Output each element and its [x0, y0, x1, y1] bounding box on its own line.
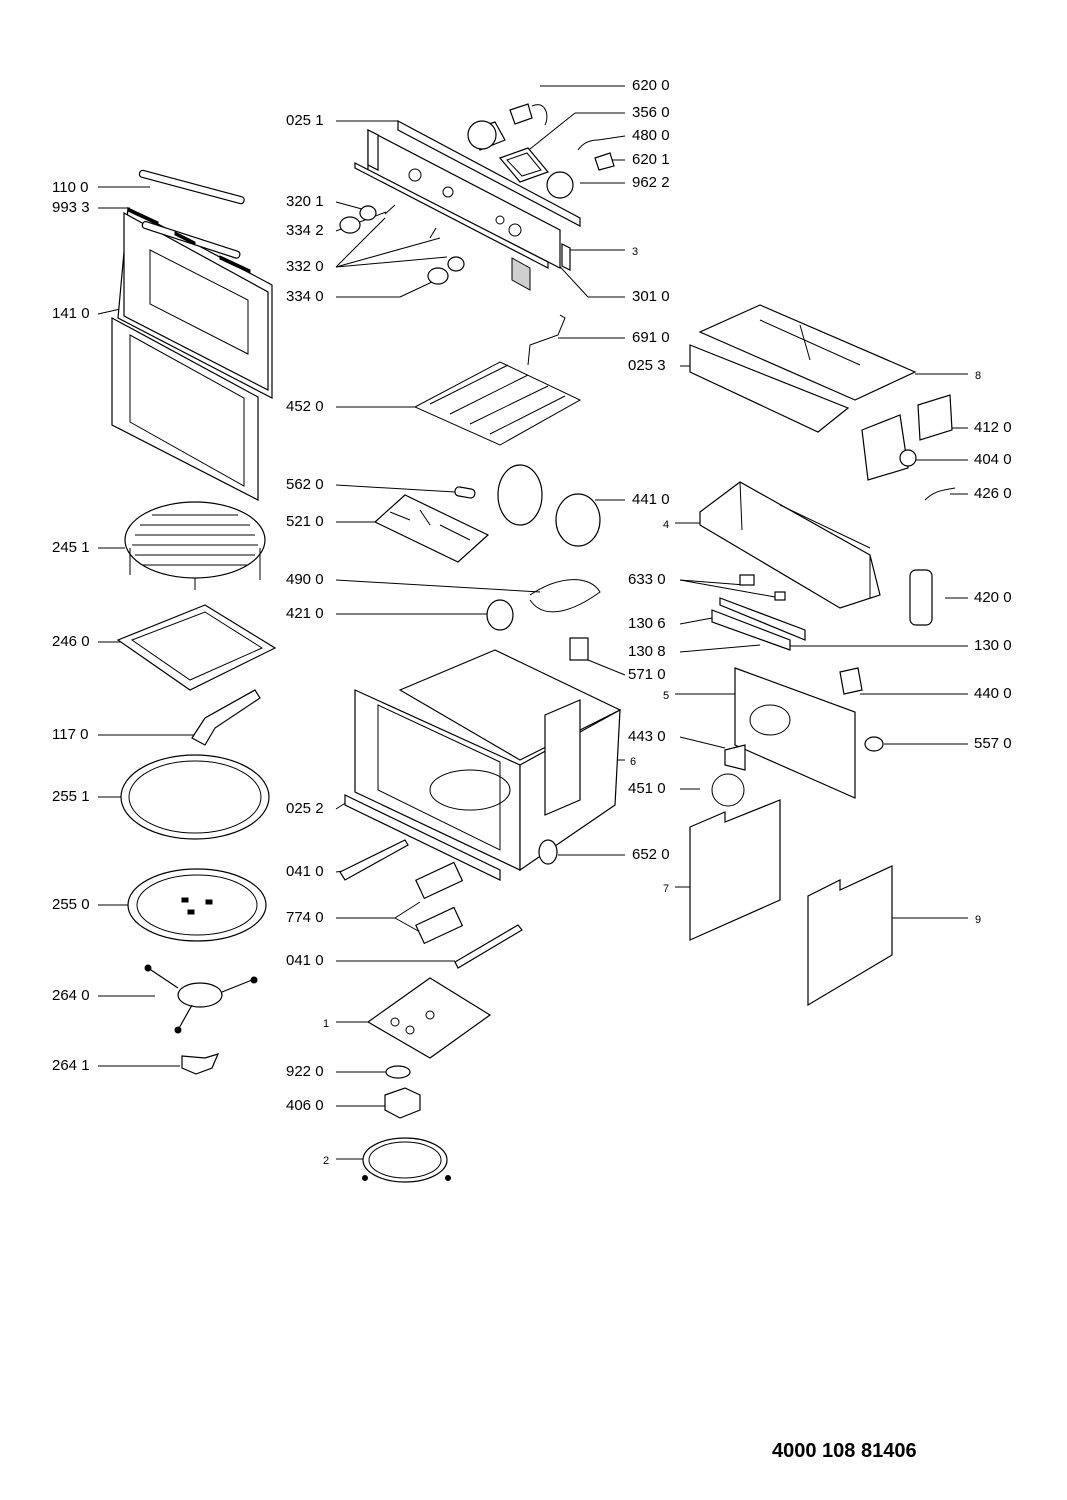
label-562-0: 562 0: [286, 476, 324, 493]
label-691-0: 691 0: [632, 329, 670, 346]
label-451-0: 451 0: [628, 780, 666, 797]
label-320-1: 320 1: [286, 193, 324, 210]
label-620-1: 620 1: [632, 151, 670, 168]
label-117-0: 117 0: [52, 726, 89, 743]
label-404-0: 404 0: [974, 451, 1012, 468]
label-8: 8: [975, 370, 982, 382]
label-110-0: 110 0: [52, 179, 89, 196]
label-356-0: 356 0: [632, 104, 670, 121]
label-993-3: 993 3: [52, 199, 90, 216]
label-4: 4: [663, 519, 670, 531]
label-962-2: 962 2: [632, 174, 670, 191]
label-130-8: 130 8: [628, 643, 666, 660]
label-441-0: 441 0: [632, 491, 670, 508]
label-557-0: 557 0: [974, 735, 1012, 752]
label-025-3: 025 3: [628, 357, 666, 374]
label-440-0: 440 0: [974, 685, 1012, 702]
label-633-0: 633 0: [628, 571, 666, 588]
label-130-0: 130 0: [974, 637, 1012, 654]
label-264-0: 264 0: [52, 987, 90, 1004]
label-041-0-upper: 041 0: [286, 863, 324, 880]
label-246-0: 246 0: [52, 633, 90, 650]
label-521-0: 521 0: [286, 513, 324, 530]
control-panel: [339, 103, 615, 291]
accessories: [116, 501, 277, 1075]
label-571-0: 571 0: [628, 666, 666, 683]
label-255-0: 255 0: [52, 896, 90, 913]
label-652-0: 652 0: [632, 846, 670, 863]
label-406-0: 406 0: [286, 1097, 324, 1114]
label-443-0: 443 0: [628, 728, 666, 745]
grill-element: [413, 304, 917, 446]
door-assembly: [111, 169, 273, 501]
label-255-1: 255 1: [52, 788, 90, 805]
label-774-0: 774 0: [286, 909, 324, 926]
label-332-0: 332 0: [286, 258, 324, 275]
label-3: 3: [632, 246, 639, 258]
label-620-0: 620 0: [632, 77, 670, 94]
label-6: 6: [630, 756, 637, 768]
label-025-2: 025 2: [286, 800, 324, 817]
label-5: 5: [663, 690, 670, 702]
label-490-0: 490 0: [286, 571, 324, 588]
label-141-0: 141 0: [52, 305, 90, 322]
label-7: 7: [663, 883, 670, 895]
side-panels: [362, 799, 893, 1183]
label-480-0: 480 0: [632, 127, 670, 144]
label-301-0: 301 0: [632, 288, 670, 305]
label-130-6: 130 6: [628, 615, 666, 632]
label-1: 1: [323, 1018, 330, 1030]
label-025-1: 025 1: [286, 112, 324, 129]
label-426-0: 426 0: [974, 485, 1012, 502]
label-412-0: 412 0: [974, 419, 1012, 436]
label-420-0: 420 0: [974, 589, 1012, 606]
label-421-0: 421 0: [286, 605, 324, 622]
label-452-0: 452 0: [286, 398, 324, 415]
label-922-0: 922 0: [286, 1063, 324, 1080]
label-245-1: 245 1: [52, 539, 90, 556]
oven-cavity: [339, 649, 884, 969]
electronics: [373, 394, 956, 661]
label-041-0-lower: 041 0: [286, 952, 324, 969]
label-9: 9: [975, 914, 982, 926]
label-334-0: 334 0: [286, 288, 324, 305]
document-number: 4000 108 81406: [772, 1440, 917, 1462]
leader-lines: [97, 85, 968, 1160]
label-334-2: 334 2: [286, 222, 324, 239]
label-2: 2: [323, 1155, 330, 1167]
label-264-1: 264 1: [52, 1057, 90, 1074]
